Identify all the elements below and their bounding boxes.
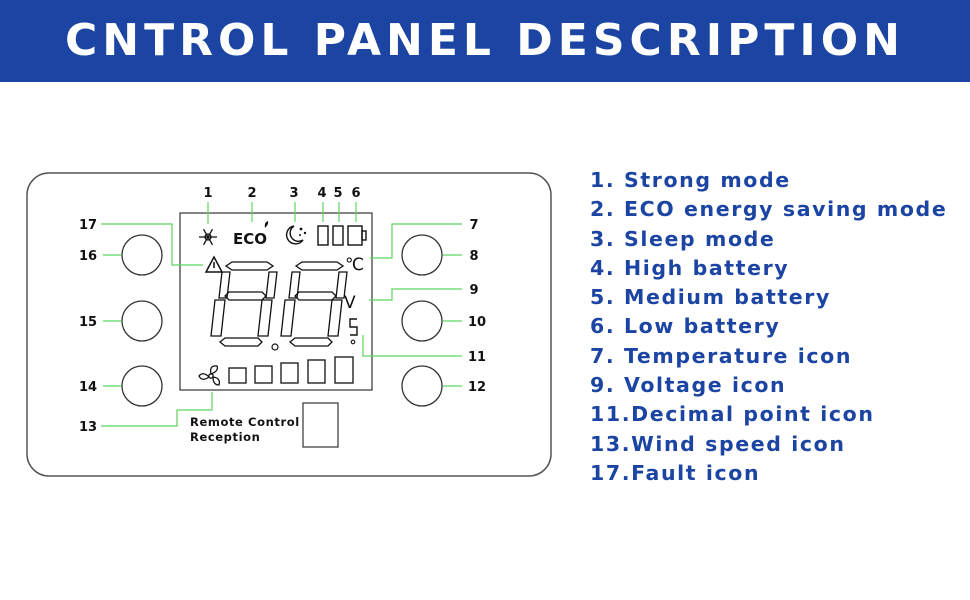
legend-item: 11.Decimal point icon xyxy=(590,402,875,427)
callout-7: 7 xyxy=(469,218,478,233)
eco-leaf-icon xyxy=(264,221,269,228)
remote-receiver-window xyxy=(302,402,339,448)
digit-decimal-dot xyxy=(271,343,279,351)
callout-16: 16 xyxy=(79,249,97,264)
callout-17: 17 xyxy=(79,218,97,233)
legend-item: 13.Wind speed icon xyxy=(590,431,846,456)
decimal-dot-icon xyxy=(350,339,356,345)
warning-icon xyxy=(204,255,224,273)
battery-high-icon xyxy=(317,225,329,246)
callout-13: 13 xyxy=(79,420,97,435)
battery-tip-icon xyxy=(361,230,367,241)
seven-segment-digit xyxy=(210,261,278,347)
snowflake-icon xyxy=(199,228,217,246)
speed-bar-icon xyxy=(307,359,326,384)
eco-icon: ECO xyxy=(233,230,267,248)
legend-item: 3. Sleep mode xyxy=(590,226,776,251)
legend-list: 1. Strong mode 2. ECO energy saving mode… xyxy=(590,166,947,488)
legend-item: 9. Voltage icon xyxy=(590,373,787,398)
stars-icon xyxy=(299,227,307,236)
celsius-icon: ℃ xyxy=(345,255,364,275)
callout-2: 2 xyxy=(247,186,256,201)
callout-5: 5 xyxy=(333,186,342,201)
speed-bar-icon xyxy=(280,362,299,384)
remote-label-line1: Remote Control xyxy=(190,415,300,429)
legend-item: 6. Low battery xyxy=(590,314,781,339)
callout-10: 10 xyxy=(468,315,486,330)
callout-6: 6 xyxy=(351,186,360,201)
legend-item: 4. High battery xyxy=(590,255,790,280)
button-15[interactable] xyxy=(121,300,163,342)
speed-bar-icon xyxy=(334,356,354,384)
speed-bar-icon xyxy=(254,365,273,384)
legend-item: 5. Medium battery xyxy=(590,285,831,310)
voltage-icon: V xyxy=(344,293,356,313)
lcd-screen xyxy=(179,212,373,391)
fan-icon xyxy=(198,365,221,386)
button-16[interactable] xyxy=(121,234,163,276)
speed-bar-icon xyxy=(228,367,247,384)
moon-star-icon xyxy=(285,225,304,245)
remote-label-line2: Reception xyxy=(190,430,260,444)
callout-8: 8 xyxy=(469,249,478,264)
button-8[interactable] xyxy=(401,234,443,276)
decimal-point-icon xyxy=(349,318,358,336)
button-10[interactable] xyxy=(401,300,443,342)
header-banner xyxy=(0,0,970,82)
legend-item: 2. ECO energy saving mode xyxy=(590,197,948,222)
callout-15: 15 xyxy=(79,315,97,330)
legend-item: 7. Temperature icon xyxy=(590,343,853,368)
callout-3: 3 xyxy=(289,186,298,201)
legend-item: 1. Strong mode xyxy=(590,168,791,192)
callout-1: 1 xyxy=(203,186,212,201)
leader-lines xyxy=(101,202,462,427)
callout-11: 11 xyxy=(468,350,486,365)
callout-14: 14 xyxy=(79,380,97,395)
button-14[interactable] xyxy=(121,365,163,407)
callout-12: 12 xyxy=(468,380,486,395)
battery-medium-icon xyxy=(332,225,344,246)
callout-9: 9 xyxy=(469,283,478,298)
page-title: CNTROL PANEL DESCRIPTION xyxy=(65,15,905,66)
button-12[interactable] xyxy=(401,365,443,407)
legend-item: 17.Fault icon xyxy=(590,460,761,485)
seven-segment-digit xyxy=(280,261,348,347)
callout-4: 4 xyxy=(317,186,326,201)
